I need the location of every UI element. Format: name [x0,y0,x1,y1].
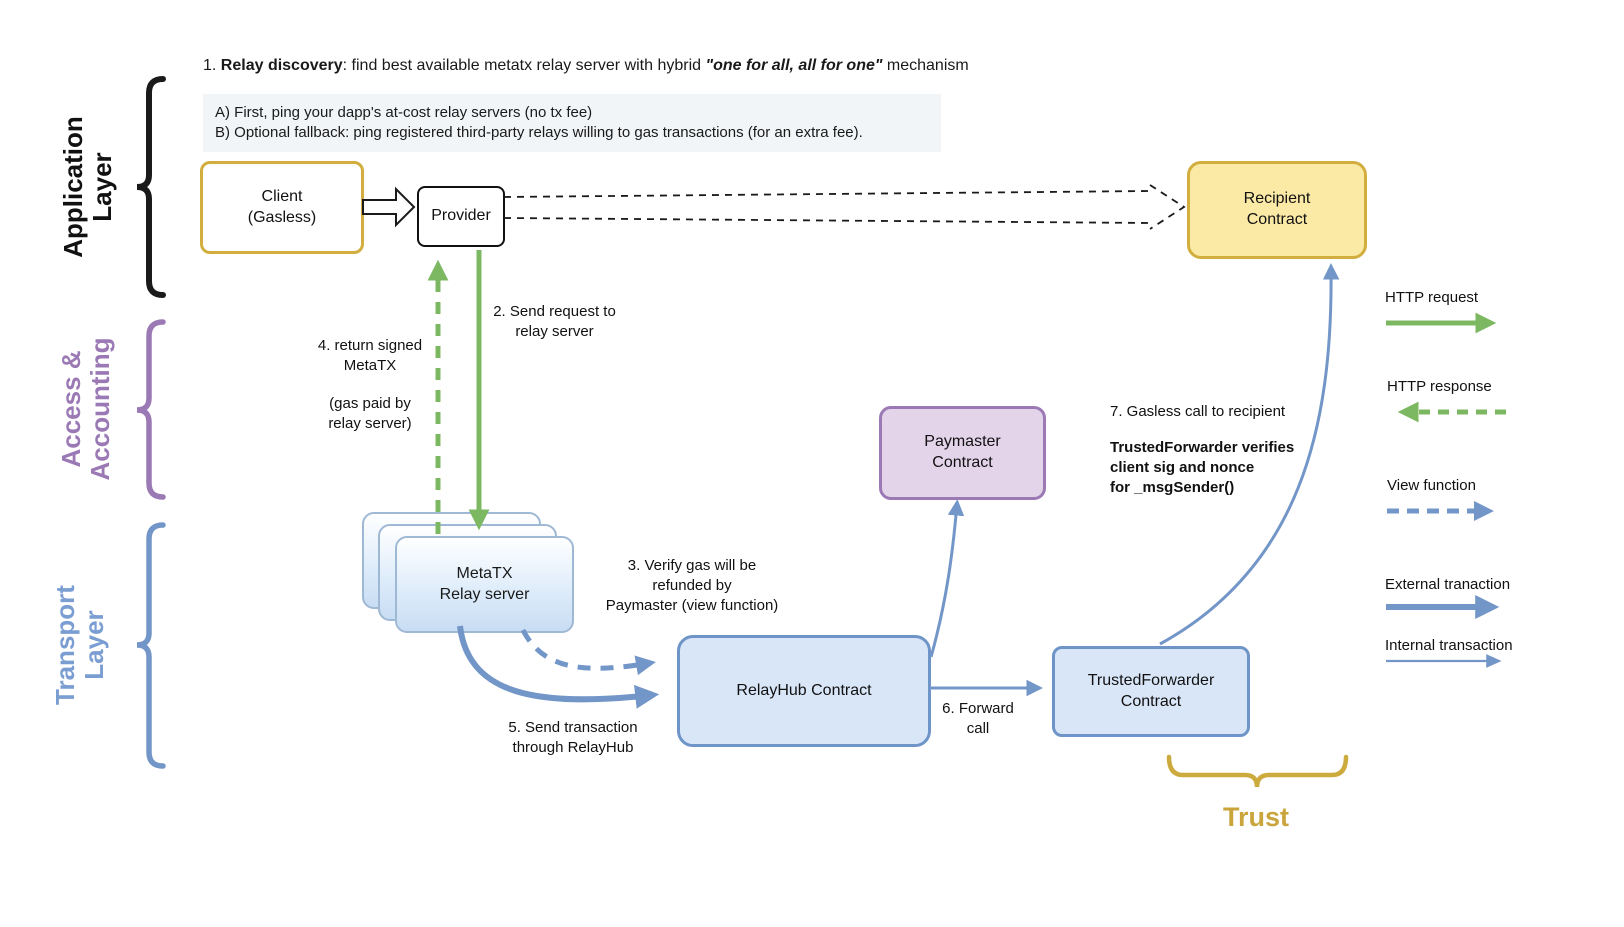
application-layer-label: Application Layer [57,116,117,258]
step7-detail-label: TrustedForwarder verifies client sig and… [1110,439,1295,496]
step1-italic-text: "one for all, all for one" [705,57,883,74]
arrow-relayhub-to-paymaster [929,499,965,658]
trust-brace [1166,754,1349,788]
step1-bold-text: Relay discovery [220,57,343,74]
step1-suffix-text: mechanism [882,57,969,74]
client-to-provider-arrow [362,186,416,228]
relayhub-contract-node: RelayHub Contract [677,635,931,747]
step6-label: 6. Forward call [942,700,1014,737]
transport-layer-brace [136,522,166,769]
http-provider-to-recipient-top [503,190,1151,198]
step7-label: 7. Gasless call to recipient [1110,403,1286,420]
note-line-a: A) First, ping your dapp's at-cost relay… [215,104,593,121]
application-layer-brace [136,76,166,298]
legend-view-function-label: View function [1387,477,1476,494]
http-provider-to-recipient-head [1149,184,1186,230]
relay-server-node: MetaTX Relay server [395,536,574,633]
step4-label: 4. return signed MetaTX [317,337,423,374]
step5-label: 5. Send transaction through RelayHub [508,719,638,756]
paymaster-contract-node: Paymaster Contract [879,406,1046,500]
step2-label: 2. Send request to relay server [493,303,616,340]
legend-external-transaction-label: External tranaction [1385,576,1511,593]
step3-label: 3. Verify gas will be refunded by Paymas… [605,557,779,614]
access-accounting-layer-label: Access & Accounting [55,337,115,481]
relay-discovery-note: A) First, ping your dapp's at-cost relay… [203,94,941,152]
trusted-forwarder-contract-node: TrustedForwarder Contract [1052,646,1250,737]
step1-caption: 1. Relay discovery: find best available … [203,57,969,75]
arrow-step3-verify-gas [520,628,656,676]
client-node: Client (Gasless) [200,161,364,254]
legend-internal-transaction-label: Internal transaction [1385,637,1513,654]
legend-http-request-label: HTTP request [1385,289,1479,306]
arrow-step5-send-transaction [457,625,660,709]
recipient-contract-node: Recipient Contract [1187,161,1367,259]
step4-note-label: (gas paid by relay server) [328,395,412,432]
http-provider-to-recipient-bottom [503,217,1151,224]
step1-prefix: 1. [203,57,221,74]
note-line-b: B) Optional fallback: ping registered th… [215,124,863,141]
provider-node: Provider [417,186,505,247]
access-accounting-brace [136,319,166,500]
transport-layer-label: Transport Layer [49,585,109,705]
step1-mid-text: : find best available metatx relay serve… [342,57,706,74]
legend-http-response-label: HTTP response [1387,378,1492,395]
trust-label: Trust [1222,802,1289,832]
